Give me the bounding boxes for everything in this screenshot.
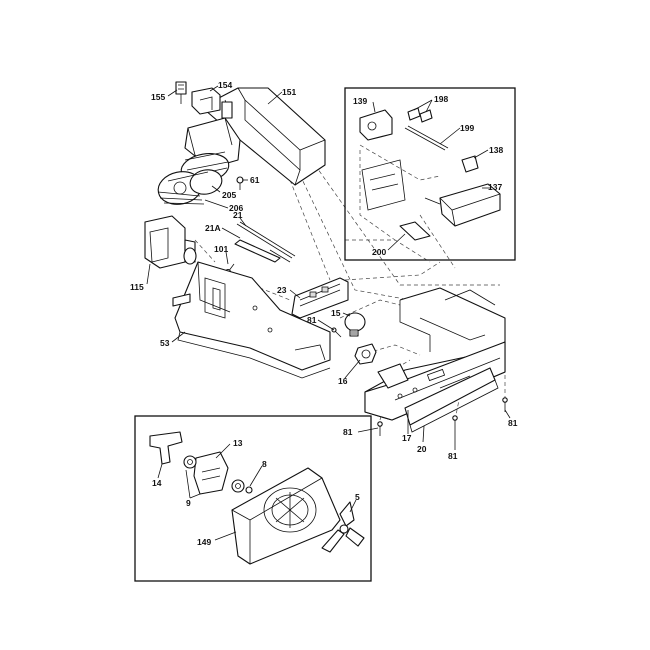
callout-155: 155 [151,92,165,102]
callout-16: 16 [338,376,348,386]
callout-115: 115 [130,282,144,292]
callout-198: 198 [434,94,448,104]
callout-151: 151 [282,87,296,97]
callout-200: 200 [372,247,386,257]
callout-81b: 81 [343,427,353,437]
rod-21 [234,221,296,263]
callout-14: 14 [152,478,162,488]
callout-5: 5 [355,492,360,502]
bracket-154 [191,87,233,119]
screw-61 [236,176,244,190]
callout-13: 13 [233,438,243,448]
motor-115 [144,215,197,269]
bulb-15 [344,312,366,337]
auger-drum-206 [157,169,223,205]
leader-lines [146,85,511,541]
callout-53: 53 [160,338,170,348]
callout-101: 101 [214,244,228,254]
screws-81 [377,397,508,436]
board-23 [291,277,349,319]
callout-205: 205 [222,190,236,200]
callout-23: 23 [277,285,287,295]
callout-137: 137 [488,182,502,192]
inset-bottom [134,415,372,582]
callout-20: 20 [417,444,427,454]
callout-61: 61 [250,175,260,185]
callout-17: 17 [402,433,412,443]
callout-154: 154 [218,80,232,90]
callout-81a: 81 [307,315,317,325]
socket-16 [354,343,377,365]
callout-81d: 81 [508,418,518,428]
callout-labels: 155 154 151 61 205 206 21 21A 101 115 23… [130,80,518,547]
callout-9: 9 [186,498,191,508]
callout-15: 15 [331,308,341,318]
inset-top-right [344,87,516,261]
switch-155 [175,81,187,104]
callout-138: 138 [489,145,503,155]
callout-21: 21 [233,210,243,220]
callout-139: 139 [353,96,367,106]
callout-8: 8 [262,459,267,469]
callout-81c: 81 [448,451,458,461]
callout-199: 199 [460,123,474,133]
callout-149: 149 [197,537,211,547]
callout-206: 206 [229,203,243,213]
callout-21a: 21A [205,223,221,233]
dispenser-housing-17 [364,287,506,421]
